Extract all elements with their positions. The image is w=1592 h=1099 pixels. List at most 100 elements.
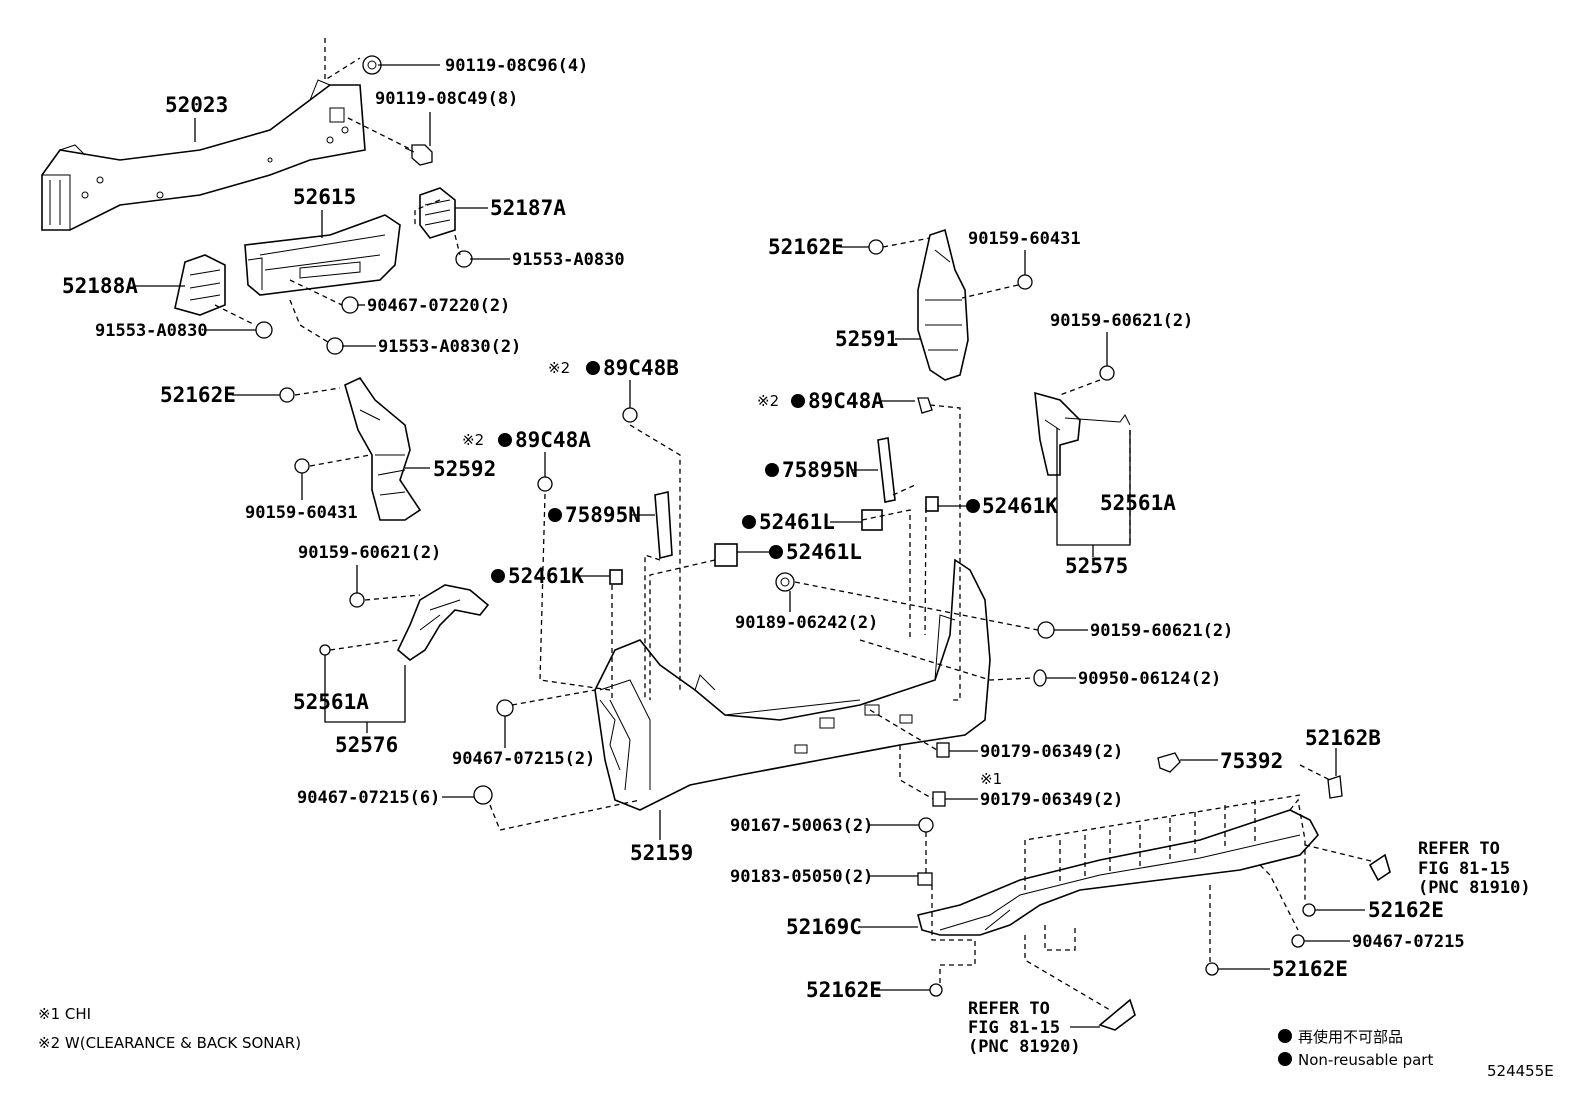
ring-90950-06124[interactable] (1033, 669, 1047, 687)
label-90179-06349-b[interactable]: 90179-06349(2) (980, 790, 1123, 810)
pad-52461L-left[interactable] (714, 543, 738, 567)
label-52615[interactable]: 52615 (293, 185, 356, 209)
bolt-90159-60621-mid[interactable] (1037, 621, 1055, 639)
label-52461L-right[interactable]: 52461L (759, 510, 835, 534)
label-52576[interactable]: 52576 (335, 733, 398, 757)
bolt-90467-07215-lower[interactable] (1291, 934, 1305, 948)
label-90467-07215-6[interactable]: 90467-07215(6) (297, 788, 440, 808)
clip-52162B[interactable] (1327, 775, 1343, 799)
label-75895N-left[interactable]: 75895N (565, 503, 641, 527)
label-90179-06349-a[interactable]: 90179-06349(2) (980, 742, 1123, 762)
bolt-90467-07220[interactable] (341, 296, 359, 314)
label-90119-08C96[interactable]: 90119-08C96(4) (445, 56, 588, 76)
bracket-52576[interactable] (397, 584, 490, 661)
bracket-52575[interactable] (1034, 391, 1131, 476)
label-52159[interactable]: 52159 (630, 841, 693, 865)
label-89C48A-right[interactable]: 89C48A (808, 389, 884, 413)
bolt-90159-60621-left[interactable] (349, 592, 365, 608)
clip-52162E-lower-right-1[interactable] (1302, 903, 1316, 917)
bolt-90159-60431-left[interactable] (294, 458, 310, 474)
nut-90179-06349-b[interactable] (932, 791, 946, 807)
bolt-90467-07215-2[interactable] (496, 699, 514, 717)
label-90467-07220[interactable]: 90467-07220(2) (367, 296, 510, 316)
ref-81920-line1[interactable]: REFER TO (968, 999, 1050, 1019)
pad-52461K-left[interactable] (609, 569, 623, 585)
bolt-90119-08C96[interactable] (362, 55, 382, 75)
label-75895N-right[interactable]: 75895N (782, 458, 858, 482)
ref-81910-line1[interactable]: REFER TO (1418, 839, 1500, 859)
bracket-52187A[interactable] (419, 187, 456, 239)
label-90467-07215-lower[interactable]: 90467-07215 (1352, 932, 1465, 952)
retainer-89C48B[interactable] (622, 407, 638, 423)
label-91553-A0830-right[interactable]: 91553-A0830 (512, 250, 625, 270)
bracket-52615[interactable] (244, 214, 401, 296)
label-52461L-left[interactable]: 52461L (786, 540, 862, 564)
label-90189-06242[interactable]: 90189-06242(2) (735, 613, 878, 633)
ref-81910-line3[interactable]: (PNC 81910) (1418, 878, 1531, 898)
pad-52461K-right[interactable] (925, 496, 939, 512)
lower-cover-52169C[interactable] (917, 809, 1319, 936)
label-52162E-lower-right-2[interactable]: 52162E (1272, 957, 1348, 981)
ref-81920-line3[interactable]: (PNC 81920) (968, 1037, 1081, 1057)
tape-75895N-left[interactable] (654, 491, 673, 560)
label-75392[interactable]: 75392 (1220, 749, 1283, 773)
label-89C48B[interactable]: 89C48B (603, 356, 679, 380)
label-52162B[interactable]: 52162B (1305, 726, 1381, 750)
bolt-90467-07215-6[interactable] (473, 785, 493, 805)
retainer-89C48A-right[interactable] (917, 397, 933, 414)
label-52188A[interactable]: 52188A (62, 274, 138, 298)
label-90159-60621-right[interactable]: 90159-60621(2) (1050, 311, 1193, 331)
label-91553-A0830-2[interactable]: 91553-A0830(2) (378, 337, 521, 357)
bolt-91553-A0830-left[interactable] (255, 321, 273, 339)
label-90159-60431-left[interactable]: 90159-60431 (245, 503, 358, 523)
label-52461K-right[interactable]: 52461K (982, 494, 1058, 518)
clip-75392[interactable] (1157, 752, 1181, 773)
label-52162E-upper-right[interactable]: 52162E (768, 235, 844, 259)
label-52561A-left[interactable]: 52561A (293, 690, 369, 714)
retainer-52592[interactable] (344, 376, 422, 521)
label-52561A-right[interactable]: 52561A (1100, 491, 1176, 515)
reflector-81920[interactable] (1098, 998, 1136, 1031)
clip-52162E-lower-right-2[interactable] (1205, 962, 1219, 976)
reinforcement-beam-52023[interactable] (41, 79, 366, 231)
clip-52162E-upper-left[interactable] (279, 387, 295, 403)
bolt-91553-A0830-2[interactable] (326, 337, 344, 355)
label-52162E-lower-right-1[interactable]: 52162E (1368, 898, 1444, 922)
bolt-90119-08C49[interactable] (404, 144, 433, 166)
label-90167-50063[interactable]: 90167-50063(2) (730, 816, 873, 836)
bolt-90159-60621-right[interactable] (1099, 365, 1115, 381)
label-52162E-lower-left[interactable]: 52162E (806, 978, 882, 1002)
label-52187A[interactable]: 52187A (490, 196, 566, 220)
label-90467-07215-2[interactable]: 90467-07215(2) (452, 749, 595, 769)
label-52023[interactable]: 52023 (165, 93, 228, 117)
label-52169C[interactable]: 52169C (786, 915, 862, 939)
label-52592[interactable]: 52592 (433, 457, 496, 481)
label-91553-A0830-left[interactable]: 91553-A0830 (95, 321, 208, 341)
label-90159-60621-left[interactable]: 90159-60621(2) (298, 543, 441, 563)
pin-52561A-left[interactable] (319, 644, 331, 656)
reflector-81910[interactable] (1368, 853, 1391, 882)
ref-81910-line2[interactable]: FIG 81-15 (1418, 859, 1510, 879)
label-52461K-left[interactable]: 52461K (508, 564, 584, 588)
label-52162E-upper-left[interactable]: 52162E (160, 383, 236, 407)
tape-75895N-right[interactable] (877, 437, 896, 503)
clip-52162E-upper-right[interactable] (868, 239, 884, 255)
label-90119-08C49[interactable]: 90119-08C49(8) (375, 89, 518, 109)
bolt-90159-60431-right[interactable] (1017, 274, 1033, 290)
label-52575[interactable]: 52575 (1065, 554, 1128, 578)
nut-90183-05050[interactable] (917, 872, 933, 886)
bolt-90167-50063[interactable] (918, 817, 934, 833)
bolt-90189-06242[interactable] (775, 572, 795, 592)
clip-52162E-lower-left[interactable] (929, 983, 943, 997)
label-52591[interactable]: 52591 (835, 327, 898, 351)
label-90183-05050[interactable]: 90183-05050(2) (730, 867, 873, 887)
ref-81920-line2[interactable]: FIG 81-15 (968, 1018, 1060, 1038)
label-90950-06124[interactable]: 90950-06124(2) (1078, 669, 1221, 689)
retainer-89C48A-left[interactable] (537, 476, 553, 492)
bolt-91553-A0830-right[interactable] (455, 250, 473, 268)
retainer-52591[interactable] (917, 228, 969, 381)
bracket-52188A[interactable] (174, 254, 226, 316)
nut-90179-06349-a[interactable] (936, 742, 950, 758)
label-89C48A-left[interactable]: 89C48A (515, 428, 591, 452)
label-90159-60431-right[interactable]: 90159-60431 (968, 229, 1081, 249)
